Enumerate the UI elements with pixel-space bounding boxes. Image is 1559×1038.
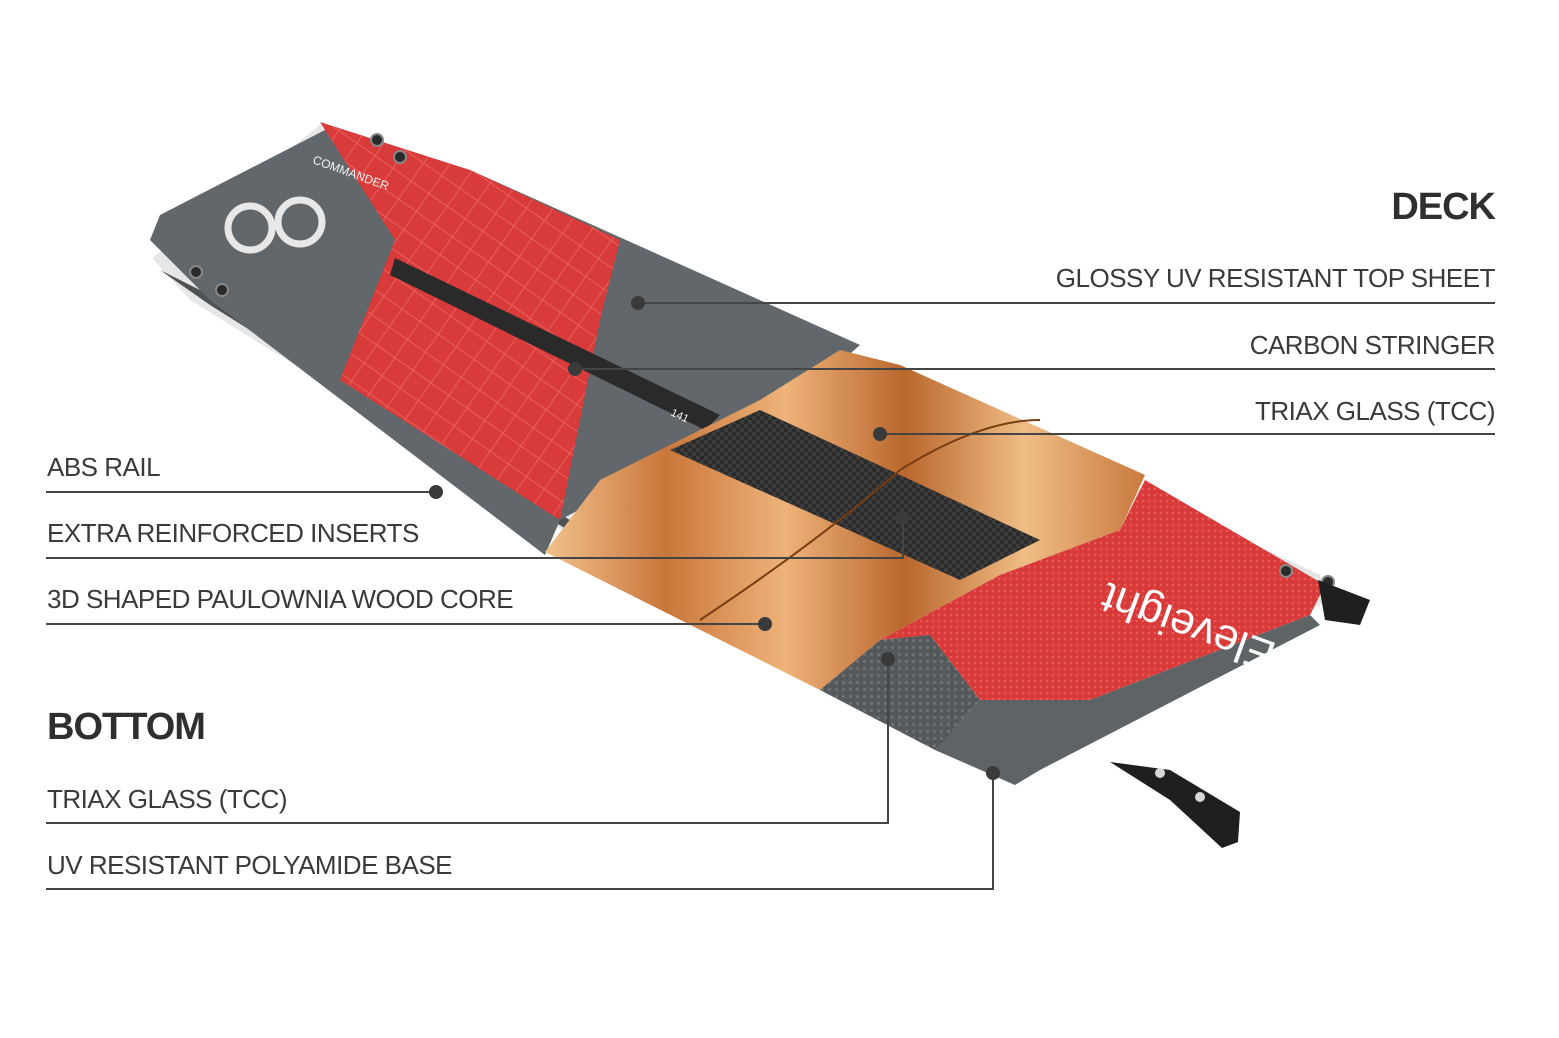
fin-right (1318, 580, 1370, 625)
carbon-insert (670, 410, 1040, 580)
leader-lines (46, 302, 1495, 890)
label-abs-rail: ABS RAIL (47, 452, 161, 482)
core-edge (699, 419, 1041, 621)
label-deck-triax: TRIAX GLASS (TCC) (1255, 396, 1495, 426)
top-sheet-pattern (320, 122, 620, 520)
label-polyamide-base: UV RESISTANT POLYAMIDE BASE (47, 850, 453, 880)
insert-screws (189, 133, 1335, 589)
fin-loose (1110, 762, 1240, 848)
bottom-heading: BOTTOM (47, 706, 206, 748)
board-logo-icon (224, 196, 326, 254)
label-top-sheet: GLOSSY UV RESISTANT TOP SHEET (1055, 263, 1496, 293)
leader-dots (429, 296, 1000, 780)
label-wood-core: 3D SHAPED PAULOWNIA WOOD CORE (47, 584, 514, 614)
fin-screws (1155, 768, 1205, 802)
bottom-triax (820, 635, 980, 750)
label-carbon-stringer: CARBON STRINGER (1249, 330, 1496, 360)
label-bottom-triax: TRIAX GLASS (TCC) (47, 784, 287, 814)
label-inserts: EXTRA REINFORCED INSERTS (47, 518, 419, 548)
bottom-base (935, 615, 1320, 785)
carbon-stringer-strip (390, 258, 720, 430)
deck-heading: DECK (1391, 186, 1496, 228)
bottom-red (880, 480, 1325, 700)
